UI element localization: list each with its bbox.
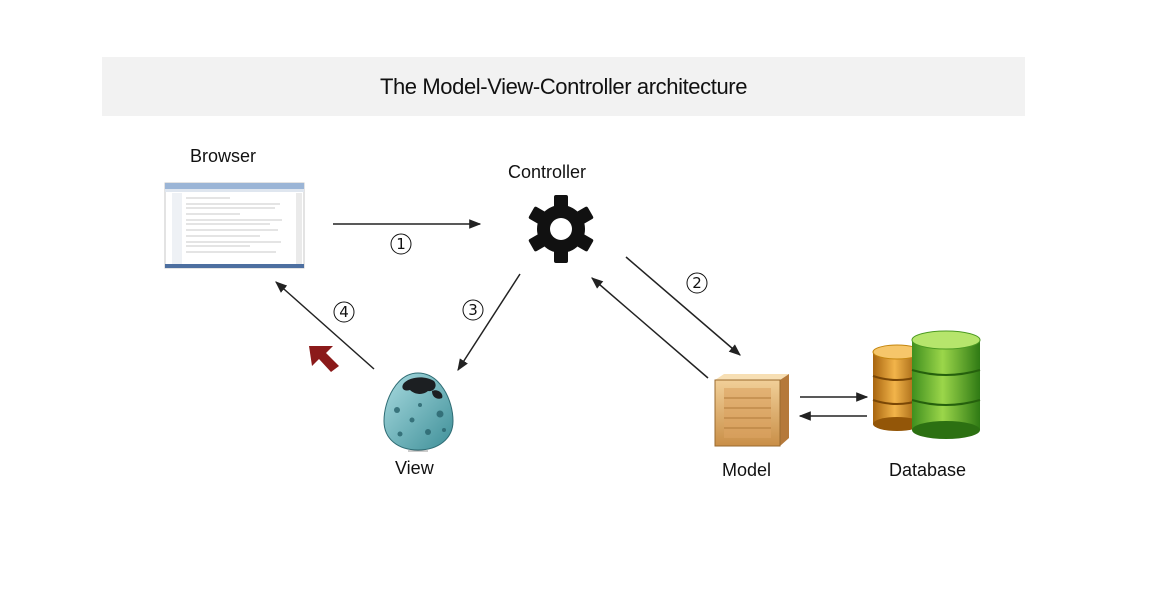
arrow-controller-to-model [625, 256, 741, 356]
step-3: 3 [462, 299, 484, 321]
step-1-label: 1 [396, 235, 406, 253]
title-bar: The Model-View-Controller architecture [102, 57, 1025, 116]
database-label: Database [889, 460, 967, 480]
model-label: Model [722, 460, 772, 480]
arrow-view-to-browser [275, 281, 375, 370]
controller-label: Controller [508, 162, 587, 182]
crate-icon [714, 374, 789, 447]
browser-window-icon [164, 182, 305, 269]
step-2-label: 2 [692, 274, 702, 292]
highlight-arrow-icon [309, 346, 339, 372]
arrow-controller-to-view [457, 273, 521, 372]
database-icon [872, 330, 981, 439]
step-4: 4 [333, 301, 355, 323]
step-2: 2 [686, 272, 708, 294]
arrow-model-to-controller [591, 277, 709, 379]
step-4-label: 4 [339, 303, 349, 321]
browser-label: Browser [190, 146, 257, 166]
step-3-label: 3 [468, 301, 478, 319]
egg-icon [383, 372, 454, 452]
diagram-title: The Model-View-Controller architecture [379, 73, 748, 99]
gear-icon [528, 195, 594, 263]
step-1: 1 [390, 233, 412, 255]
view-label: View [395, 458, 434, 478]
